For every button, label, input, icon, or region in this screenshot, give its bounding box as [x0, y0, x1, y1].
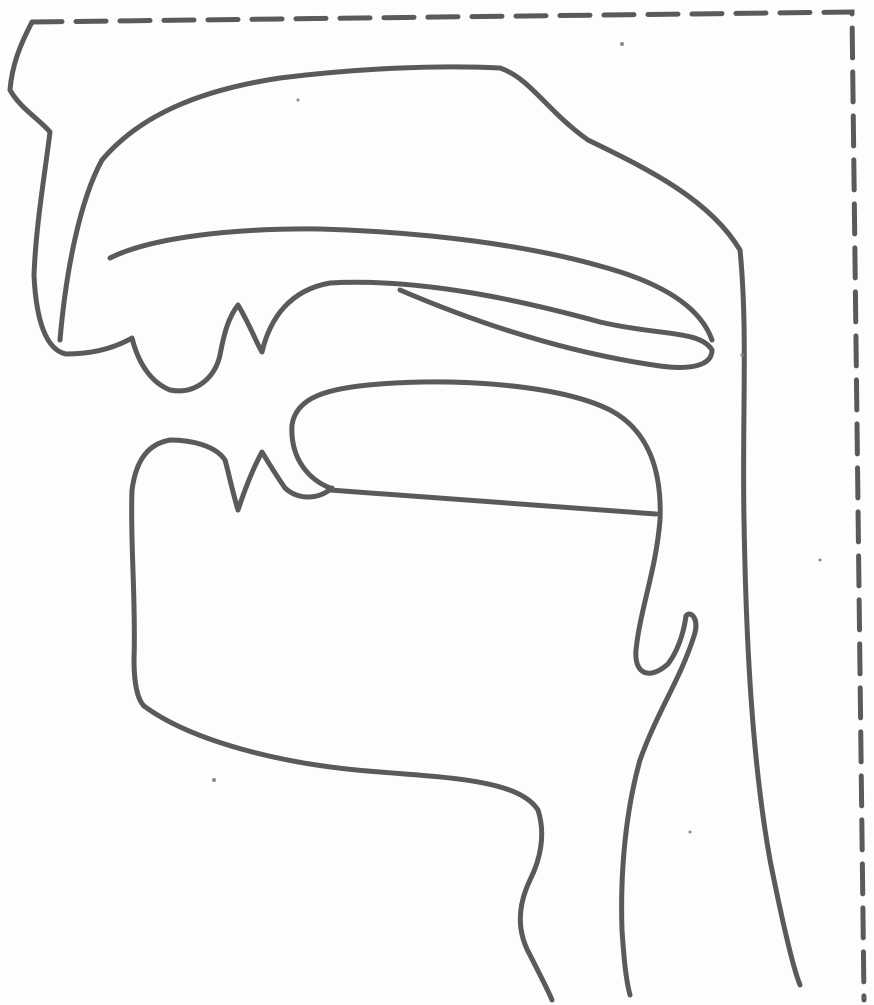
jaw-and-throat: [144, 706, 552, 1000]
nasal-cavity: [60, 67, 800, 985]
lower-lip-and-teeth: [132, 440, 332, 706]
tongue: [292, 382, 686, 673]
speck: [620, 42, 624, 46]
speck: [297, 99, 300, 102]
velum-line: [330, 490, 656, 514]
speck: [689, 831, 692, 834]
frame-border: [32, 12, 864, 1000]
speck: [819, 559, 822, 562]
speck: [212, 778, 216, 782]
head-profile: [10, 22, 712, 391]
speck: [740, 353, 743, 356]
